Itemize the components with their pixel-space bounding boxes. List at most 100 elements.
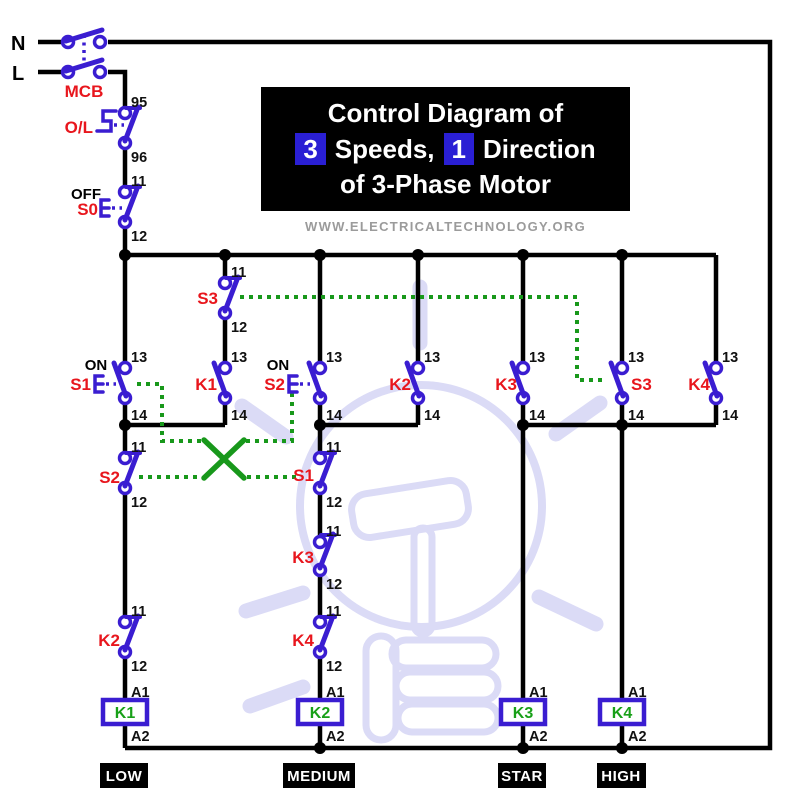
terminal-14: 14 (131, 408, 147, 424)
coil-k4-label: K4 (612, 705, 633, 722)
speed-low-label: LOW (106, 768, 143, 785)
k2-nc-label: K2 (98, 631, 120, 650)
terminal-13: 13 (424, 350, 440, 366)
no-contacts-row (93, 360, 724, 406)
s3-contact-label: S3 (631, 375, 652, 394)
website-url: WWW.ELECTRICALTECHNOLOGY.ORG (305, 219, 586, 234)
stop-button-symbol (99, 183, 142, 230)
terminal-13: 13 (131, 350, 147, 366)
contact-s2-on (287, 360, 328, 406)
nc-interlock-contacts (117, 449, 337, 660)
contact-s1-nc (312, 449, 337, 496)
terminal-12: 12 (131, 495, 147, 511)
contact-k4-nc (312, 613, 337, 660)
coil-k3 (498, 697, 548, 727)
overload-label: O/L (65, 118, 93, 137)
terminal-11: 11 (131, 440, 146, 456)
terminal-14: 14 (628, 408, 644, 424)
speed-labels: LOW MEDIUM STAR HIGH (100, 763, 646, 788)
contact-k3-no (509, 360, 531, 406)
terminal-a1: A1 (529, 685, 548, 701)
coil-k4 (597, 697, 647, 727)
terminal-11: 11 (131, 604, 146, 620)
terminal-14: 14 (722, 408, 738, 424)
terminal-14: 14 (424, 408, 440, 424)
k4-contact-label: K4 (688, 375, 710, 394)
contact-k2-nc (117, 613, 142, 660)
title-line-3: of 3-Phase Motor (340, 168, 551, 201)
terminal-13: 13 (628, 350, 644, 366)
title-text-1: Control Diagram of (327, 98, 564, 129)
s1-nc-label: S1 (293, 466, 314, 485)
terminal-12: 12 (326, 659, 342, 675)
junction-dots (119, 249, 628, 754)
title-text-3: of 3-Phase Motor (340, 169, 551, 200)
seal-contact-symbol (217, 274, 242, 321)
terminal-s3seal-12: 12 (231, 320, 247, 336)
contact-k4-no (702, 360, 724, 406)
terminal-12: 12 (131, 659, 147, 675)
k3-contact-label: K3 (495, 375, 517, 394)
terminal-13: 13 (231, 350, 247, 366)
terminal-11: 11 (326, 524, 341, 540)
title-block: Control Diagram of 3 Speeds, 1 Direction… (261, 87, 630, 211)
k3-nc-label: K3 (292, 548, 314, 567)
terminal-14: 14 (231, 408, 247, 424)
speed-star-label: STAR (501, 768, 543, 785)
coil-k3-label: K3 (513, 705, 534, 722)
terminal-96: 96 (131, 150, 147, 166)
k2-contact-label: K2 (389, 375, 411, 394)
coil-k2 (295, 697, 345, 727)
terminal-s0-12: 12 (131, 229, 147, 245)
on-state-label-s2: ON (267, 357, 290, 374)
terminal-a2: A2 (131, 729, 150, 745)
speed-high-label: HIGH (601, 768, 641, 785)
contact-s1-on (93, 360, 133, 406)
terminal-95: 95 (131, 95, 147, 111)
terminal-a2: A2 (529, 729, 548, 745)
off-state-label: OFF (71, 186, 101, 203)
k1-contact-label: K1 (195, 375, 217, 394)
title-text-direction: Direction (482, 133, 596, 164)
terminal-14: 14 (529, 408, 545, 424)
title-line-2: 3 Speeds, 1 Direction (295, 133, 596, 166)
terminal-14: 14 (326, 408, 342, 424)
badge-1: 1 (443, 133, 474, 165)
interlock-cross-line-2 (201, 437, 247, 481)
contact-k2-no (404, 360, 426, 406)
mcb-label: MCB (65, 82, 104, 101)
phase-line-label: L (12, 63, 24, 85)
contact-k1-no (211, 360, 233, 406)
contact-s2-nc (117, 449, 142, 496)
title-line-1: Control Diagram of (328, 97, 563, 130)
coil-k1 (100, 697, 150, 727)
terminal-13: 13 (722, 350, 738, 366)
contact-k3-nc (312, 531, 337, 578)
on-state-label-s1: ON (85, 357, 108, 374)
mcb-breaker-symbol (60, 27, 108, 80)
s2-nc-label: S2 (99, 468, 120, 487)
contactor-coils: K1 K2 K3 K4 (100, 697, 647, 727)
coil-k2-label: K2 (310, 705, 331, 722)
terminal-a2: A2 (628, 729, 647, 745)
neutral-line-label: N (11, 33, 25, 55)
terminal-11: 11 (326, 440, 341, 456)
terminal-12: 12 (326, 495, 342, 511)
coil-k1-label: K1 (115, 705, 136, 722)
seal-contact-label: S3 (197, 289, 218, 308)
stop-button-label: S0 (77, 200, 98, 219)
terminal-12: 12 (326, 577, 342, 593)
terminal-a1: A1 (628, 685, 647, 701)
terminal-13: 13 (326, 350, 342, 366)
title-text-speeds: Speeds, (334, 133, 435, 164)
terminal-13: 13 (529, 350, 545, 366)
speed-medium-label: MEDIUM (287, 768, 351, 785)
s2-button-label: S2 (264, 375, 285, 394)
overload-contact-symbol (95, 104, 142, 151)
contact-s3-no (608, 360, 630, 406)
interlock-links (137, 295, 606, 481)
terminal-a2: A2 (326, 729, 345, 745)
